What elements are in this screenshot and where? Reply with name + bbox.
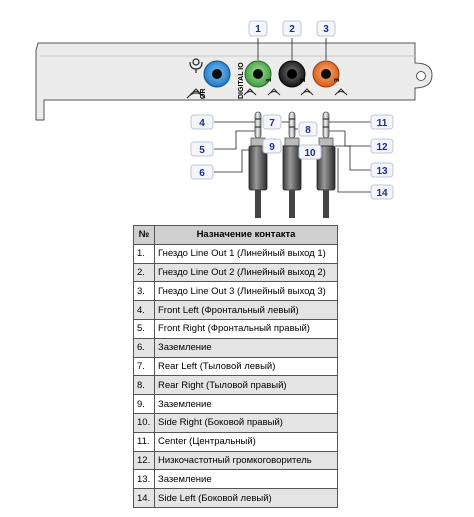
table-row: 8.Rear Right (Тыловой правый) [133, 375, 338, 396]
table-row: 7.Rear Left (Тыловой левый) [133, 356, 338, 377]
jack-line-out-2 [278, 60, 306, 88]
row-number: 2. [133, 262, 155, 283]
row-purpose: Заземление [154, 469, 338, 490]
row-number: 4. [133, 300, 155, 320]
svg-text:9: 9 [269, 142, 275, 153]
svg-text:8: 8 [305, 125, 311, 136]
row-number: 8. [133, 375, 155, 396]
callout-2: 2 [282, 20, 302, 37]
jack-line-out-3 [312, 60, 340, 88]
row-purpose: Гнездо Line Out 2 (Линейный выход 2) [154, 262, 338, 283]
svg-text:7: 7 [269, 118, 275, 129]
plug-1 [248, 111, 268, 218]
row-purpose: Side Left (Боковой левый) [154, 488, 338, 508]
row-number: 7. [133, 356, 155, 377]
svg-text:2: 2 [289, 24, 295, 35]
jack-line-out-1 [244, 60, 272, 88]
callout-8: 8 [298, 121, 318, 137]
callout-7: 7 [262, 114, 282, 130]
callout-12: 12 [370, 138, 394, 154]
row-purpose: Заземление [154, 337, 338, 358]
callout-10: 10 [298, 144, 322, 160]
svg-text:13: 13 [376, 166, 388, 177]
svg-text:14: 14 [376, 188, 388, 199]
table-row: 10.Side Right (Боковой правый) [133, 412, 338, 433]
row-purpose: Rear Left (Тыловой левый) [154, 356, 338, 377]
pin-assignment-table: № Назначение контакта 1.Гнездо Line Out … [133, 225, 338, 508]
table-row: 4.Front Left (Фронтальный левый) [133, 300, 338, 320]
svg-text:1: 1 [255, 24, 261, 35]
row-purpose: Гнездо Line Out 3 (Линейный выход 3) [154, 281, 338, 302]
row-purpose: Заземление [154, 394, 338, 414]
svg-text:10: 10 [304, 148, 316, 159]
svg-text:4: 4 [199, 118, 205, 129]
sound-card-diagram: OR DIGITAL IO 1 2 3 [35, 20, 433, 218]
table-row: 1.Гнездо Line Out 1 (Линейный выход 1) [133, 243, 338, 264]
svg-text:6: 6 [199, 168, 205, 179]
or-label: OR [200, 89, 207, 100]
speaker-wave-icon [186, 88, 348, 99]
callout-11: 11 [370, 114, 394, 130]
row-purpose: Front Left (Фронтальный левый) [154, 300, 338, 320]
table-row: 5.Front Right (Фронтальный правый) [133, 318, 338, 339]
table-row: 13.Заземление [133, 469, 338, 490]
callout-1: 1 [248, 20, 268, 37]
microphone-icon [189, 58, 203, 73]
row-purpose: Низкочастотный громкоговоритель [154, 450, 338, 471]
plug-3 [316, 111, 336, 218]
svg-text:5: 5 [199, 145, 205, 156]
header-number: № [133, 225, 155, 245]
row-number: 12. [133, 450, 155, 471]
row-number: 10. [133, 412, 155, 433]
row-purpose: Center (Центральный) [154, 431, 338, 452]
row-number: 14. [133, 488, 155, 508]
jack-or [203, 60, 231, 88]
line1-label: 1 [266, 78, 273, 82]
row-number: 11. [133, 431, 155, 452]
table-header-row: № Назначение контакта [133, 225, 338, 245]
row-purpose: Side Right (Боковой правый) [154, 412, 338, 433]
callout-9: 9 [262, 138, 282, 154]
row-number: 9. [133, 394, 155, 414]
row-number: 13. [133, 469, 155, 490]
plug-2 [282, 111, 302, 218]
svg-text:3: 3 [323, 24, 329, 35]
leader-lines [214, 38, 371, 193]
row-number: 5. [133, 318, 155, 339]
table-row: 2.Гнездо Line Out 2 (Линейный выход 2) [133, 262, 338, 283]
digital-io-label: DIGITAL IO [238, 62, 245, 99]
callout-4: 4 [190, 114, 214, 130]
row-purpose: Front Right (Фронтальный правый) [154, 318, 338, 339]
callout-6: 6 [190, 164, 214, 180]
row-purpose: Rear Right (Тыловой правый) [154, 375, 338, 396]
table-row: 9.Заземление [133, 394, 338, 414]
callout-5: 5 [190, 141, 214, 157]
line2-label: 2 [300, 78, 307, 82]
svg-text:12: 12 [376, 142, 388, 153]
callout-3: 3 [316, 20, 336, 37]
line3-label: 3 [334, 78, 341, 82]
table-row: 14.Side Left (Боковой левый) [133, 488, 338, 508]
table-row: 11.Center (Центральный) [133, 431, 338, 452]
row-purpose: Гнездо Line Out 1 (Линейный выход 1) [154, 243, 338, 264]
svg-text:11: 11 [377, 118, 388, 129]
table-row: 6.Заземление [133, 337, 338, 358]
pci-bracket [35, 42, 433, 121]
table-row: 3.Гнездо Line Out 3 (Линейный выход 3) [133, 281, 338, 302]
callout-14: 14 [370, 184, 394, 200]
callout-13: 13 [370, 162, 394, 178]
row-number: 3. [133, 281, 155, 302]
row-number: 1. [133, 243, 155, 264]
row-number: 6. [133, 337, 155, 358]
header-purpose: Назначение контакта [154, 225, 338, 245]
table-row: 12.Низкочастотный громкоговоритель [133, 450, 338, 471]
